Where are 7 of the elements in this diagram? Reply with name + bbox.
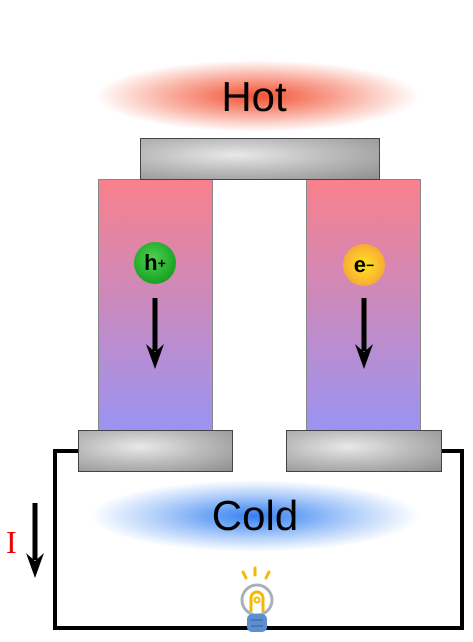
cold-label: Cold bbox=[212, 492, 298, 540]
current-label: I bbox=[6, 523, 17, 562]
electrode-plate bbox=[140, 138, 380, 180]
heat-label: Hot bbox=[221, 73, 287, 121]
electrode-plate bbox=[78, 430, 233, 472]
circuit-wire bbox=[53, 449, 464, 630]
electrode-plate bbox=[286, 430, 442, 472]
